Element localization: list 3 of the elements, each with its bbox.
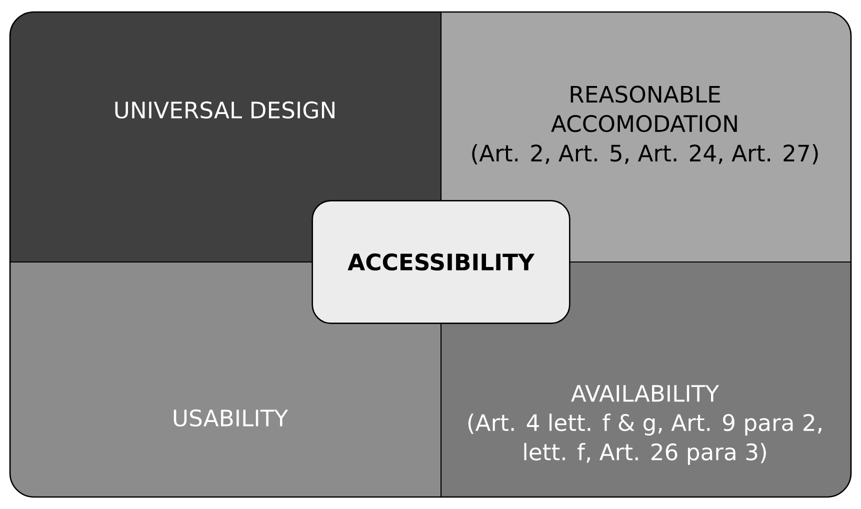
node-label: REASONABLE ACCOMODATION bbox=[551, 86, 737, 132]
node-label: (Art. 2, Art. 5, Art. 24, Art. 27) bbox=[472, 144, 818, 164]
center-box: ACCESSIBILITY bbox=[312, 200, 570, 324]
